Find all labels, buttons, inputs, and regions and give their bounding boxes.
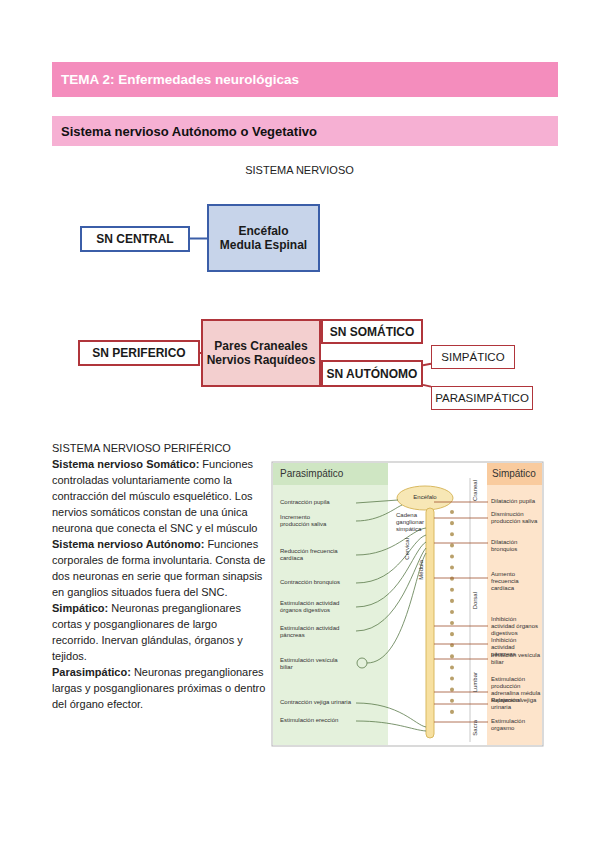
figure-label: Estimulación actividad órganos digestivo…: [280, 600, 352, 614]
nerve-line: [434, 722, 488, 723]
figure-label: Reducción frecuencia cardíaca: [280, 548, 342, 562]
process-box: SN CENTRAL: [80, 226, 190, 252]
node-text: PARASIMPÁTICO: [435, 392, 529, 404]
figure-label: Estimulación actividad páncreas: [280, 625, 352, 639]
node-text: SN SOMÁTICO: [330, 325, 415, 339]
spinal-cord: [426, 508, 434, 738]
nerve-line: [356, 500, 398, 503]
header-band: TEMA 2: Enfermedades neurológicas: [52, 62, 558, 97]
segment-label: Dorsal: [472, 592, 479, 609]
nerve-line: [434, 659, 488, 660]
process-box: Encéfalo Medula Espinal: [207, 204, 320, 272]
chain-label: Cadena ganglionar simpática: [396, 512, 424, 533]
segment-label: Médula: [418, 560, 425, 580]
nerve-line: [356, 505, 402, 521]
nerve-line: [356, 721, 426, 731]
column-header: Parasimpático: [280, 468, 380, 480]
figure-label: Estimulación vesícula biliar: [280, 657, 340, 671]
nerve-line: [434, 692, 488, 693]
nerve-line: [356, 703, 426, 727]
column-header: Simpático: [492, 468, 542, 480]
node-text: Encéfalo Medula Espinal: [218, 224, 309, 252]
section-heading: SISTEMA NERVIOSO PERIFÉRICO: [52, 440, 266, 456]
term-label: Simpático:: [52, 602, 108, 614]
process-box: SN SOMÁTICO: [321, 319, 423, 344]
figure-label: Relajación vejiga urinaria: [491, 697, 541, 711]
figure-label: Estimulación erección: [280, 717, 354, 724]
segment-label: Sacra: [472, 720, 479, 736]
figure-label: Contracción vejiga urinaria: [280, 699, 354, 706]
nerve-line: [367, 553, 426, 663]
node-text: SIMPÁTICO: [441, 351, 504, 363]
node-text: SN PERIFERICO: [92, 346, 185, 360]
figure-label: Estimulación orgasmo: [491, 718, 541, 732]
segment-label: Lumbar: [472, 672, 479, 692]
process-box: Pares Craneales Nervios Raquídeos: [201, 319, 321, 387]
nerve-line: [434, 626, 488, 627]
figure-label: Dilatación bronquios: [491, 539, 541, 553]
connector-line: [190, 237, 207, 239]
nerve-line: [356, 528, 426, 555]
connector-line: [423, 385, 431, 387]
figure-frame: [272, 462, 543, 746]
term-label: Sistema nervioso Somático:: [52, 458, 199, 470]
nerve-line: [434, 502, 488, 503]
figure-label: Dilatación pupila: [491, 498, 541, 505]
segment-label: Cervical: [404, 538, 411, 560]
nerve-line: [434, 704, 488, 705]
figure-label: Incremento producción saliva: [280, 514, 340, 528]
ganglion-circle: [357, 658, 367, 668]
connector-line: [423, 364, 431, 365]
nerve-line: [356, 535, 426, 583]
paragraph: Simpático:Neuronas preganglionares corta…: [52, 600, 266, 664]
process-box: SN PERIFERICO: [78, 340, 200, 366]
parasympathetic-panel: [273, 463, 388, 745]
term-label: Sistema nervioso Autónomo:: [52, 538, 204, 550]
node-text: SN AUTÓNOMO: [327, 367, 418, 381]
diagram-title: SISTEMA NERVIOSO: [0, 164, 599, 176]
nerve-line: [434, 578, 488, 579]
panel-header: [487, 463, 542, 485]
figure-label: Contracción pupila: [280, 499, 354, 506]
figure-label: Inhibición vesícula biliar: [491, 652, 541, 666]
paragraph: Sistema nervioso Autónomo:Funciones corp…: [52, 536, 266, 600]
brain-shape: [397, 486, 453, 510]
nerve-line: [356, 548, 426, 631]
nerve-line: [434, 543, 488, 544]
figure-label: Inhibición actividad órganos digestivos: [491, 616, 541, 637]
term-label: Parasimpático:: [52, 666, 131, 678]
node-text: TEMA 2: Enfermedades neurológicas: [61, 72, 299, 87]
figure-label: Contracción bronquios: [280, 579, 354, 586]
ganglion-chain: [450, 512, 454, 712]
body-label: SISTEMA NERVIOSO PERIFÉRICO: [52, 442, 231, 454]
nerve-line: [434, 518, 488, 519]
nerve-line: [434, 644, 488, 645]
process-box: SIMPÁTICO: [431, 345, 515, 369]
process-box: PARASIMPÁTICO: [431, 386, 533, 410]
paragraph: Parasimpático:Neuronas preganglionares l…: [52, 664, 266, 712]
section-band: Sistema nervioso Autónomo o Vegetativo: [52, 116, 558, 146]
node-text: Pares Craneales Nervios Raquídeos: [205, 339, 317, 367]
paragraph: Sistema nervioso Somático:Funciones cont…: [52, 456, 266, 536]
body-text: SISTEMA NERVIOSO PERIFÉRICO Sistema nervi…: [52, 440, 266, 712]
sympathetic-panel: [487, 463, 542, 745]
brain-label: Encéfalo: [403, 494, 447, 501]
segment-label: Craneal: [472, 480, 479, 501]
figure-label: Disminución producción saliva: [491, 511, 541, 525]
panel-header: [273, 463, 388, 485]
nerve-line: [356, 542, 426, 607]
node-text: Sistema nervioso Autónomo o Vegetativo: [61, 124, 317, 139]
node-text: SN CENTRAL: [96, 232, 173, 246]
figure-label: Aumento frecuencia cardíaca: [491, 571, 541, 592]
process-box: SN AUTÓNOMO: [321, 360, 423, 387]
